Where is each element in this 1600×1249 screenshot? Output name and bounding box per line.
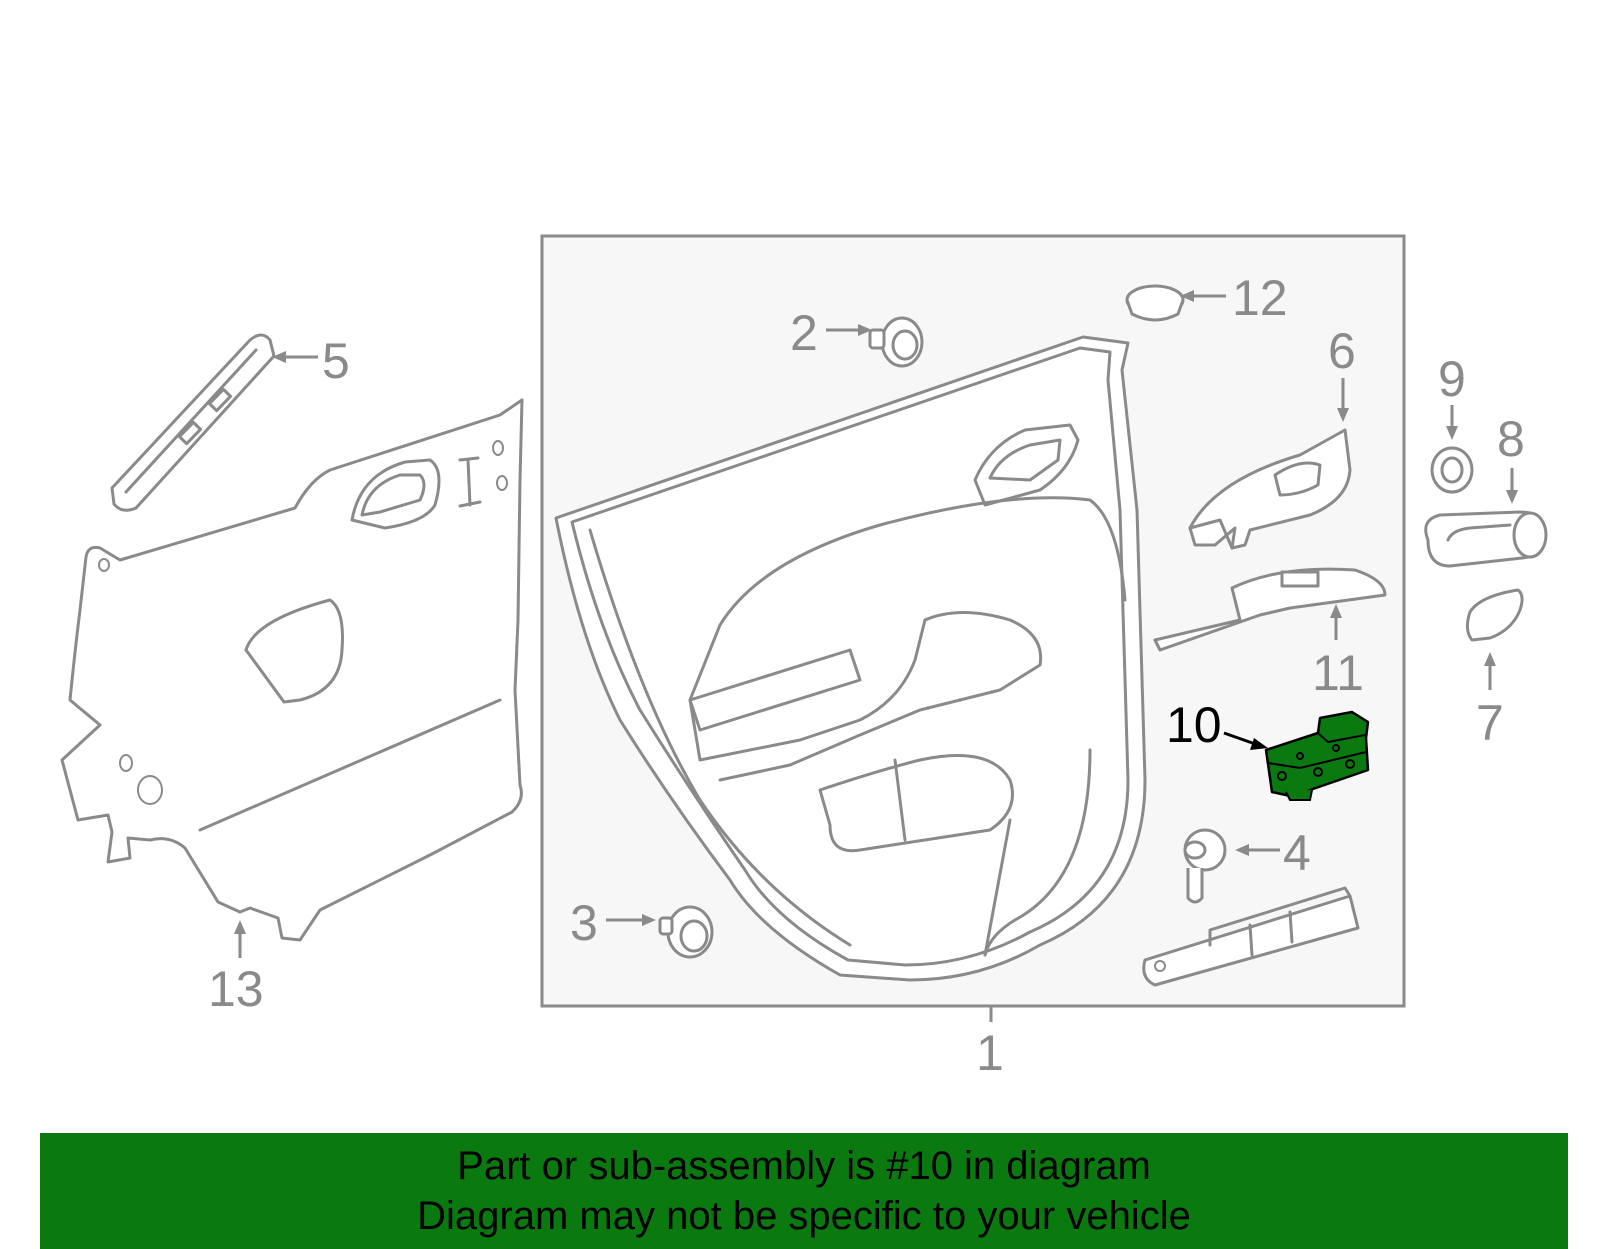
callout-6[interactable]: 6 bbox=[1328, 323, 1356, 379]
leader-12-arrow bbox=[1180, 290, 1194, 302]
part-12-cap bbox=[1125, 284, 1185, 322]
leader-10-arrow bbox=[1250, 738, 1268, 750]
callout-5[interactable]: 5 bbox=[322, 333, 350, 389]
callout-8[interactable]: 8 bbox=[1497, 411, 1525, 467]
part-13-water-deflector bbox=[60, 398, 524, 942]
part-11-bezel bbox=[1153, 567, 1387, 652]
leader-5-arrow bbox=[272, 351, 286, 363]
part-10-switch[interactable] bbox=[1264, 710, 1370, 801]
callout-13[interactable]: 13 bbox=[208, 961, 264, 1017]
part-4-clip bbox=[1183, 828, 1227, 904]
leader-4-arrow bbox=[1235, 844, 1249, 856]
callout-7[interactable]: 7 bbox=[1476, 695, 1504, 751]
bracket bbox=[1142, 886, 1360, 987]
part-2-retainer bbox=[868, 316, 924, 368]
callout-11[interactable]: 11 bbox=[1312, 645, 1364, 701]
banner-line-2: Diagram may not be specific to your vehi… bbox=[417, 1194, 1191, 1238]
part-9-grommet bbox=[1430, 446, 1474, 494]
callout-3[interactable]: 3 bbox=[570, 895, 598, 951]
leader-3-arrow bbox=[642, 914, 656, 926]
callout-2[interactable]: 2 bbox=[790, 305, 818, 361]
leader-2-arrow bbox=[858, 324, 872, 336]
leader-8-arrow bbox=[1506, 490, 1518, 504]
part-6-handle bbox=[1188, 428, 1352, 550]
part-8-pull-cup bbox=[1424, 510, 1548, 568]
callout-4[interactable]: 4 bbox=[1283, 825, 1311, 881]
part-7-cover bbox=[1465, 588, 1524, 642]
callout-9[interactable]: 9 bbox=[1438, 351, 1466, 407]
leader-13-arrow bbox=[234, 920, 246, 934]
leader-9-arrow bbox=[1446, 426, 1458, 440]
leader-7-arrow bbox=[1484, 652, 1496, 666]
banner-line-1: Part or sub-assembly is #10 in diagram bbox=[457, 1144, 1151, 1188]
callout-1[interactable]: 1 bbox=[976, 1025, 1004, 1081]
part-3-retainer bbox=[658, 905, 714, 959]
leader-6-arrow bbox=[1337, 408, 1349, 422]
callout-10[interactable]: 10 bbox=[1166, 697, 1222, 753]
info-banner: Part or sub-assembly is #10 in diagram D… bbox=[40, 1133, 1568, 1249]
callout-12[interactable]: 12 bbox=[1232, 270, 1288, 326]
door-trim-panel bbox=[554, 335, 1147, 982]
leader-11-arrow bbox=[1330, 604, 1342, 618]
part-5-weatherstrip bbox=[110, 333, 276, 512]
